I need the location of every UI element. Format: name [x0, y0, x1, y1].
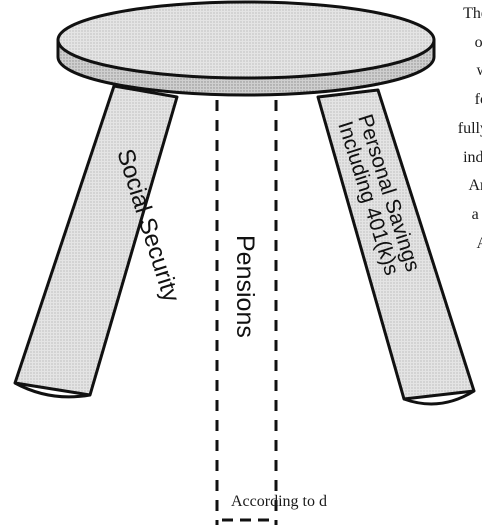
text-line-4: fo	[474, 91, 482, 108]
text-line-5: fully	[457, 120, 482, 137]
leg-personal-savings: Personal Savings Including 401(k)s	[316, 88, 476, 406]
text-line-3: w	[476, 63, 482, 79]
text-line-9: A	[476, 236, 482, 252]
text-line-2: of	[474, 34, 482, 51]
text-line-8: a f	[471, 206, 482, 223]
bottom-text-line: According to d	[231, 493, 327, 510]
leg-label-pensions: Pensions	[231, 235, 259, 338]
text-line-6: indi	[463, 149, 482, 166]
leg-pensions-dashed: Pensions	[215, 100, 278, 525]
leg-social-security: Social Security	[13, 84, 185, 399]
text-line-1: The	[463, 5, 482, 22]
stool-seat	[56, 0, 436, 97]
text-line-7: An	[468, 177, 482, 194]
